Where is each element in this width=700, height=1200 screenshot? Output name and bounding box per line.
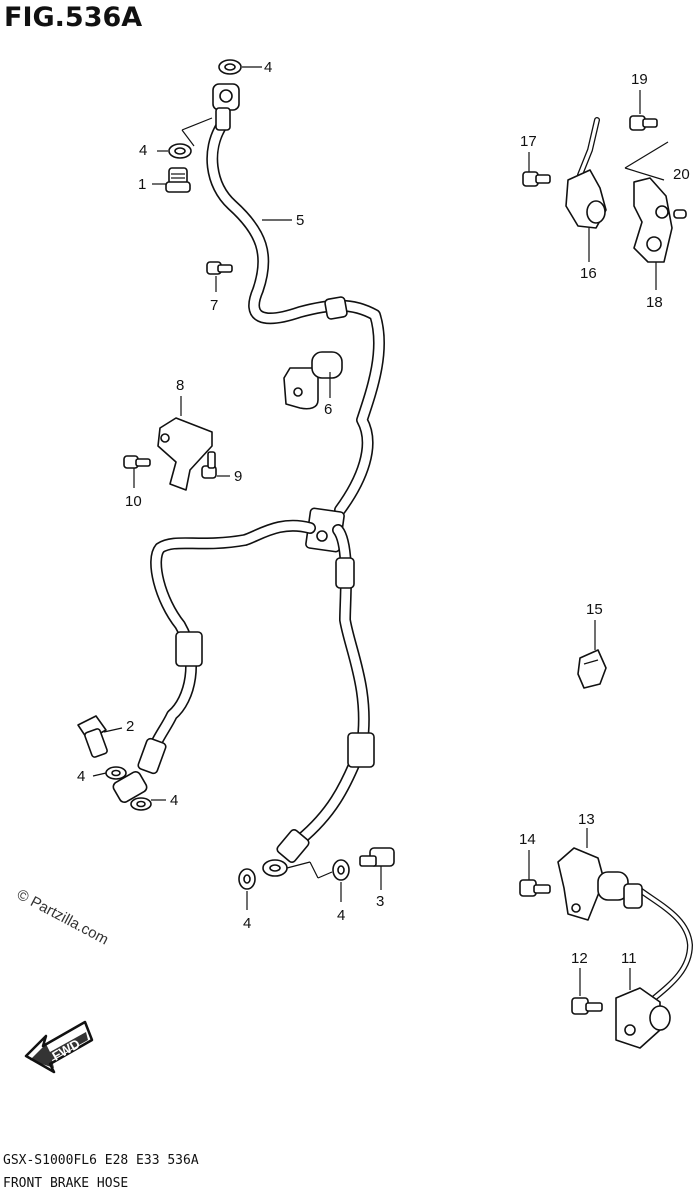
callout-7: 7 (210, 297, 218, 314)
leader-lines (92, 66, 669, 996)
union-bolt-2[interactable] (77, 715, 108, 758)
callout-17: 17 (520, 133, 537, 150)
figure-title: FIG.536A (4, 2, 143, 33)
callout-4-upper-left: 4 (139, 142, 147, 159)
union-bolt-1[interactable] (165, 167, 191, 193)
footer-model-code: GSX-S1000FL6 E28 E33 536A (3, 1153, 199, 1168)
callout-8: 8 (176, 377, 184, 394)
washer-left-low[interactable] (130, 797, 152, 811)
bolt-9[interactable] (201, 451, 217, 479)
fwd-arrow-badge: FWD (24, 1020, 94, 1074)
clip-15[interactable] (577, 649, 607, 689)
bolt-17[interactable] (522, 171, 551, 187)
callout-20: 20 (673, 166, 690, 183)
callout-4-left-mid: 4 (77, 768, 85, 785)
bolt-19[interactable] (629, 115, 658, 131)
sensor-16[interactable] (565, 117, 607, 229)
callout-16: 16 (580, 265, 597, 282)
callout-13: 13 (578, 811, 595, 828)
brake-hose-left-branch[interactable] (112, 519, 316, 804)
washer-bottom-left[interactable] (238, 868, 256, 890)
hose-junction (305, 507, 345, 553)
callout-5: 5 (296, 212, 304, 229)
callout-18: 18 (646, 294, 663, 311)
brake-hose-right-branch[interactable] (262, 524, 375, 877)
hose-clamp-6[interactable] (283, 351, 343, 410)
callout-4-bottom-left: 4 (243, 915, 251, 932)
callout-4-bottom-mid: 4 (337, 907, 345, 924)
bracket-13[interactable] (557, 847, 643, 921)
callout-2: 2 (126, 718, 134, 735)
bolt-12[interactable] (571, 997, 603, 1015)
callout-6: 6 (324, 401, 332, 418)
callout-12: 12 (571, 950, 588, 967)
callout-14: 14 (519, 831, 536, 848)
callout-11: 11 (621, 950, 637, 967)
bolt-7[interactable] (206, 261, 233, 275)
callout-9: 9 (234, 468, 242, 485)
callout-19: 19 (631, 71, 648, 88)
washer-top[interactable] (218, 59, 242, 75)
washer-upper-left[interactable] (168, 143, 192, 159)
union-bolt-3[interactable] (359, 847, 395, 867)
callout-15: 15 (586, 601, 603, 618)
washer-bottom-mid[interactable] (332, 859, 350, 881)
callout-1: 1 (138, 176, 146, 193)
callout-3: 3 (376, 893, 384, 910)
bracket-18[interactable] (633, 177, 687, 263)
bracket-8[interactable] (157, 417, 213, 491)
sensor-11[interactable] (615, 887, 693, 1049)
washer-left-mid[interactable] (105, 766, 127, 780)
callout-4-top: 4 (264, 59, 272, 76)
callout-4-left-low: 4 (170, 792, 178, 809)
callout-10: 10 (125, 493, 142, 510)
footer-section-name: FRONT BRAKE HOSE (3, 1176, 129, 1191)
brake-hose-main[interactable] (206, 83, 386, 516)
bolt-14[interactable] (519, 879, 551, 897)
bolt-10[interactable] (123, 455, 151, 469)
